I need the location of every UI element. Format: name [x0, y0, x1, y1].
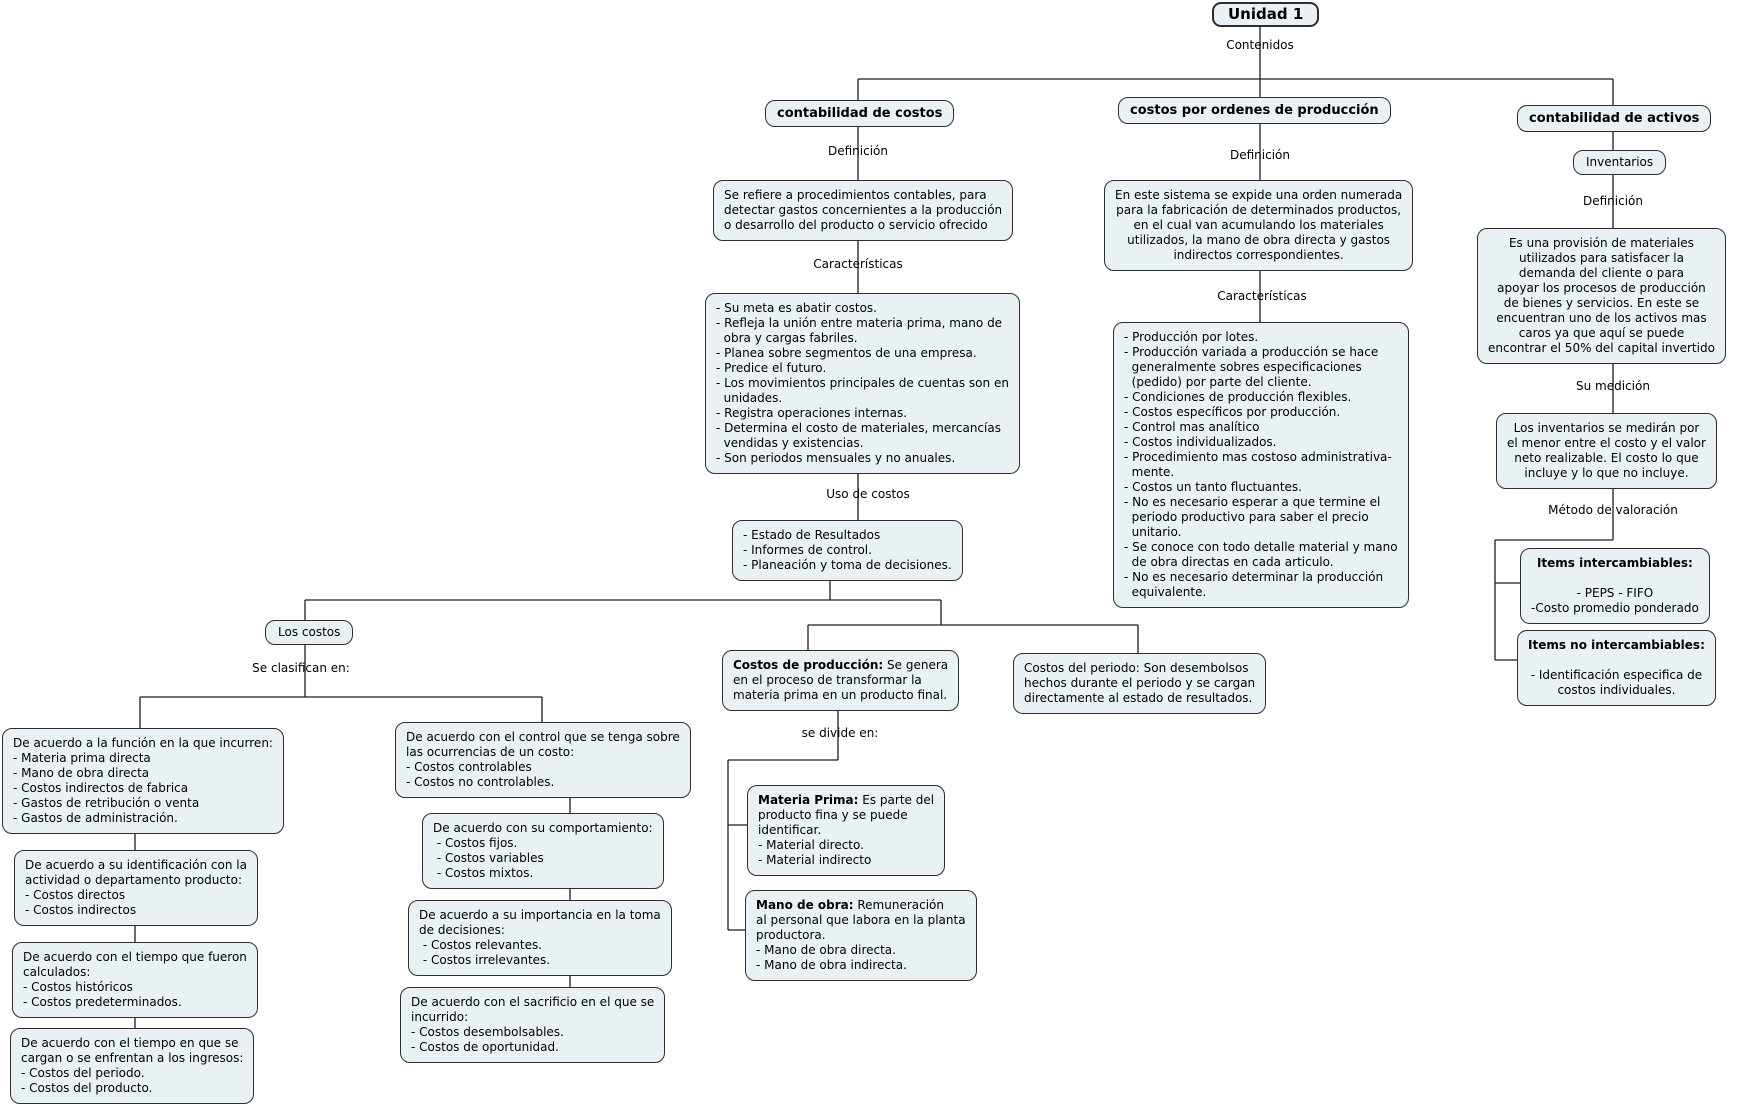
node-clasificacion-por-tiempo-calculo[interactable]: De acuerdo con el tiempo que fueron calc…	[12, 942, 258, 1018]
node-uso-de-costos[interactable]: - Estado de Resultados - Informes de con…	[732, 520, 963, 581]
connector-label-caracteristicas-ordenes: Características	[1217, 289, 1307, 303]
connector-label-definicion-ordenes: Definición	[1230, 148, 1290, 162]
node-medicion-inventarios[interactable]: Los inventarios se medirán por el menor …	[1496, 413, 1717, 489]
node-items-no-intercambiables-title: Items no intercambiables:	[1528, 638, 1705, 652]
node-mano-de-obra[interactable]: Mano de obra: Remuneración al personal q…	[745, 890, 977, 981]
node-contabilidad-de-activos[interactable]: contabilidad de activos	[1517, 105, 1712, 132]
node-unidad-1[interactable]: Unidad 1	[1212, 2, 1320, 27]
connector-label-uso-de-costos: Uso de costos	[826, 487, 910, 501]
node-items-intercambiables-body: - PEPS - FIFO -Costo promedio ponderado	[1531, 586, 1699, 615]
node-items-intercambiables[interactable]: Items intercambiables: - PEPS - FIFO -Co…	[1520, 548, 1710, 624]
connector-label-su-medicion: Su medición	[1576, 379, 1650, 393]
node-materia-prima[interactable]: Materia Prima: Es parte del producto fin…	[747, 785, 946, 876]
node-caracteristicas-ordenes[interactable]: - Producción por lotes. - Producción var…	[1113, 322, 1409, 608]
node-clasificacion-por-importancia[interactable]: De acuerdo a su importancia en la toma d…	[408, 900, 672, 976]
node-los-costos[interactable]: Los costos	[265, 620, 354, 645]
node-mano-de-obra-body: Remuneración al personal que labora en l…	[756, 898, 966, 972]
node-clasificacion-por-tiempo-cargo[interactable]: De acuerdo con el tiempo en que se carga…	[10, 1028, 255, 1104]
node-items-no-intercambiables-body: - Identificación especifica de costos in…	[1530, 668, 1703, 697]
node-items-intercambiables-title: Items intercambiables:	[1536, 556, 1693, 570]
node-definicion-ordenes[interactable]: En este sistema se expide una orden nume…	[1104, 180, 1414, 271]
node-clasificacion-por-sacrificio[interactable]: De acuerdo con el sacrificio en el que s…	[400, 987, 666, 1063]
connector-label-metodo-valoracion: Método de valoración	[1548, 503, 1678, 517]
node-mano-de-obra-title: Mano de obra:	[756, 898, 854, 912]
node-clasificacion-por-funcion[interactable]: De acuerdo a la función en la que incurr…	[2, 728, 284, 834]
node-costos-por-ordenes[interactable]: costos por ordenes de producción	[1118, 97, 1391, 124]
node-costos-del-periodo[interactable]: Costos del periodo: Son desembolsos hech…	[1013, 653, 1267, 714]
node-costos-de-produccion-title: Costos de producción:	[733, 658, 884, 672]
connector-label-contenidos: Contenidos	[1226, 38, 1294, 52]
node-definicion-contabilidad-costos[interactable]: Se refiere a procedimientos contables, p…	[713, 180, 1014, 241]
node-materia-prima-body: Es parte del producto fina y se puede id…	[758, 793, 935, 867]
node-materia-prima-title: Materia Prima:	[758, 793, 859, 807]
node-costos-de-produccion[interactable]: Costos de producción: Se genera en el pr…	[722, 650, 960, 711]
connector-label-definicion-inventarios: Definición	[1583, 194, 1643, 208]
connector-label-caracteristicas-costos: Características	[813, 257, 903, 271]
node-clasificacion-por-identificacion[interactable]: De acuerdo a su identificación con la ac…	[14, 850, 258, 926]
connector-label-se-divide-en: se divide en:	[801, 726, 879, 740]
node-clasificacion-por-comportamiento[interactable]: De acuerdo con su comportamiento: - Cost…	[422, 813, 664, 889]
node-clasificacion-por-control[interactable]: De acuerdo con el control que se tenga s…	[395, 722, 691, 798]
connector-label-se-clasifican-en: Se clasifican en:	[252, 661, 350, 675]
node-costos-de-produccion-body: Se genera en el proceso de transformar l…	[733, 658, 949, 702]
connector-label-definicion-costos: Definición	[828, 144, 888, 158]
node-items-no-intercambiables[interactable]: Items no intercambiables: - Identificaci…	[1517, 630, 1716, 706]
node-caracteristicas-contabilidad-costos[interactable]: - Su meta es abatir costos. - Refleja la…	[705, 293, 1020, 474]
node-contabilidad-de-costos[interactable]: contabilidad de costos	[765, 100, 955, 127]
node-inventarios[interactable]: Inventarios	[1573, 150, 1667, 175]
node-definicion-inventarios[interactable]: Es una provisión de materiales utilizado…	[1477, 228, 1726, 364]
